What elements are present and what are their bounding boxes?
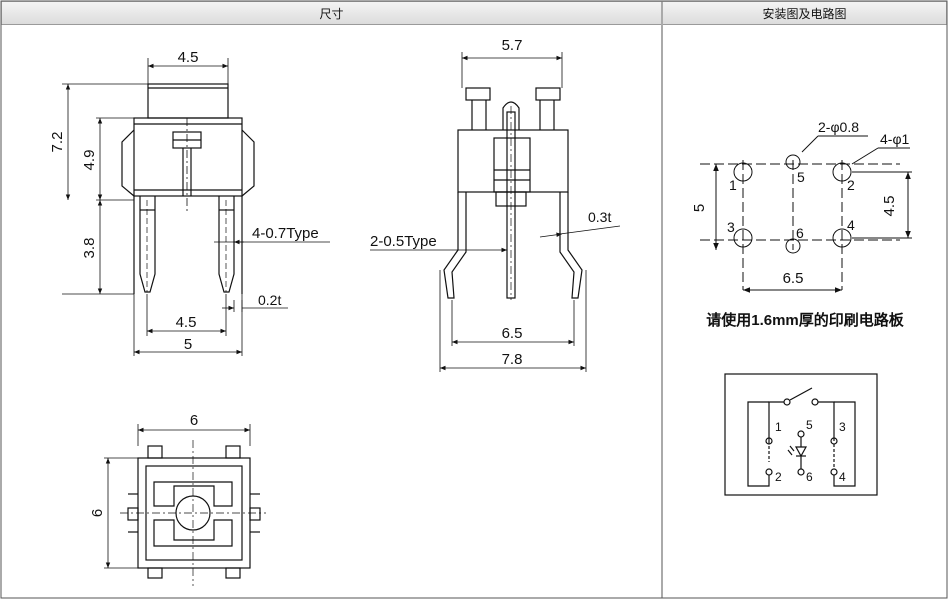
dim-side-width: 7.8 [502, 351, 523, 368]
pcb-hole-2 [832, 162, 852, 182]
circuit-label-2: 2 [775, 470, 782, 484]
dimensions-title: 尺寸 [319, 6, 344, 21]
pcb-hole-small: 2-φ0.8 [818, 119, 859, 135]
pcb-pitch: 6.5 [783, 270, 804, 287]
dim-side-pitch: 6.5 [502, 325, 523, 342]
side-right-leg [559, 192, 583, 299]
bottom-view [120, 440, 266, 586]
pcb-pad-label-2: 2 [847, 177, 855, 193]
circuit-label-4: 4 [839, 470, 846, 484]
pcb-pad-label-3: 3 [727, 219, 735, 235]
dim-bottom-width: 6 [190, 412, 198, 429]
dim-total-height: 7.2 [49, 132, 66, 153]
pcb-pad-label-6: 6 [796, 225, 804, 241]
circuit-label-1: 1 [775, 420, 782, 434]
circuit-frame [724, 373, 878, 496]
pcb-hole-3 [733, 228, 753, 248]
dim-side-top-width: 5.7 [502, 37, 523, 54]
pcb-hole-large: 4-φ1 [880, 131, 910, 147]
pcb-right-height: 4.5 [881, 196, 898, 217]
side-left-leg [443, 192, 467, 299]
dim-lead-thickness-left: 0.2t [258, 292, 281, 308]
pcb-pad-label-1: 1 [729, 177, 737, 193]
dim-top-width: 4.5 [178, 49, 199, 66]
side-dimensions [370, 52, 621, 372]
dim-lead-type-4: 4-0.7Type [252, 225, 319, 242]
pcb-hole-6 [785, 238, 801, 254]
dim-pin-pitch: 4.5 [176, 314, 197, 331]
dim-pin-height: 3.8 [81, 238, 98, 259]
led-symbol [794, 446, 808, 458]
side-body [457, 129, 569, 193]
dim-body-height: 4.9 [81, 150, 98, 171]
pcb-hole-4 [832, 228, 852, 248]
pcb-pad-label-5: 5 [797, 169, 805, 185]
pcb-pad-label-4: 4 [847, 217, 855, 233]
front-dimensions [62, 58, 330, 356]
front-left-pin [139, 196, 156, 293]
dim-base-width: 5 [184, 336, 192, 353]
circuit-label-6: 6 [806, 470, 813, 484]
side-view [443, 87, 583, 300]
dim-lead-thickness-side: 0.3t [588, 209, 611, 225]
front-body [133, 117, 243, 197]
pcb-hole-1 [733, 162, 753, 182]
pcb-note: 请使用1.6mm厚的印刷电路板 [706, 311, 905, 329]
bottom-dimensions [104, 424, 251, 569]
pcb-height: 5 [691, 204, 708, 212]
dim-bottom-height: 6 [89, 509, 106, 517]
circuit-diagram [724, 373, 878, 496]
front-view [121, 83, 255, 294]
circuit-label-5: 5 [806, 418, 813, 432]
pcb-hole-5 [785, 154, 801, 170]
installation-title: 安装图及电路图 [762, 6, 847, 21]
front-cap [147, 83, 229, 119]
front-right-pin [218, 196, 235, 293]
dim-lead-type-2: 2-0.5Type [370, 233, 437, 250]
pcb-layout [700, 135, 912, 293]
circuit-label-3: 3 [839, 420, 846, 434]
